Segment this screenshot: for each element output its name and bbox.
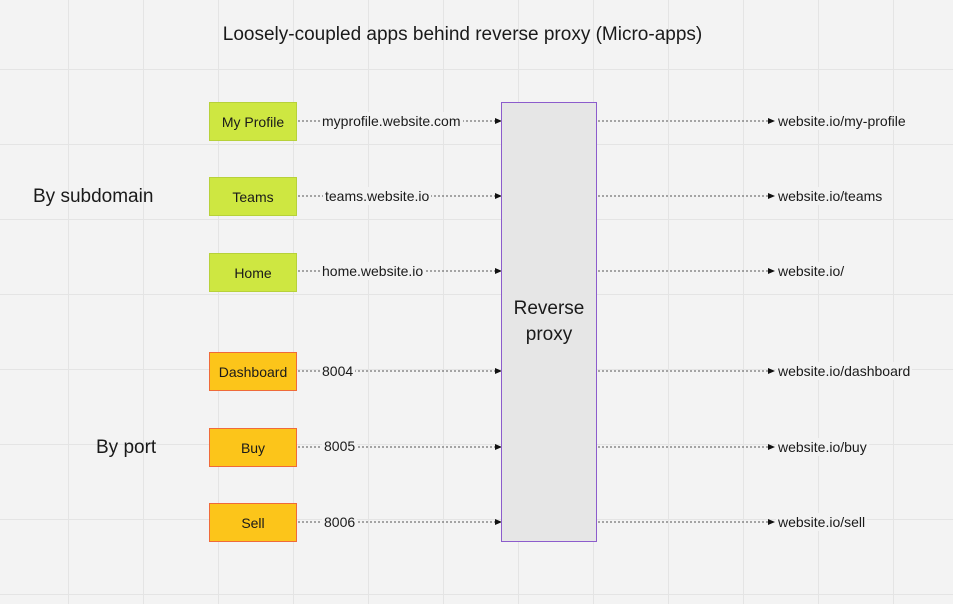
- arrowhead: [768, 444, 775, 450]
- diagram-title: Loosely-coupled apps behind reverse prox…: [222, 24, 703, 45]
- route-label: website.io/teams: [776, 187, 885, 205]
- source-label: teams.website.io: [323, 187, 432, 205]
- reverse-proxy-box[interactable]: Reverse proxy: [501, 102, 597, 542]
- arrowhead: [495, 519, 502, 525]
- arrowhead: [768, 268, 775, 274]
- arrowhead: [495, 118, 502, 124]
- reverse-proxy-label: Reverse proxy: [513, 298, 585, 345]
- route-label: website.io/: [776, 262, 847, 280]
- arrowhead: [495, 444, 502, 450]
- route-label: website.io/buy: [776, 438, 869, 456]
- arrowhead: [768, 118, 775, 124]
- source-label: home.website.io: [320, 262, 426, 280]
- arrowhead: [495, 268, 502, 274]
- app-box-dashboard[interactable]: Dashboard: [209, 352, 297, 391]
- route-label: website.io/my-profile: [776, 112, 908, 130]
- app-box-my-profile[interactable]: My Profile: [209, 102, 297, 141]
- app-box-buy[interactable]: Buy: [209, 428, 297, 467]
- arrowhead: [768, 368, 775, 374]
- app-box-sell[interactable]: Sell: [209, 503, 297, 542]
- app-box-home[interactable]: Home: [209, 253, 297, 292]
- source-label: 8004: [320, 362, 356, 380]
- arrowhead: [495, 368, 502, 374]
- arrowhead: [768, 519, 775, 525]
- source-label: 8005: [322, 437, 358, 455]
- arrowhead: [768, 193, 775, 199]
- source-label: myprofile.website.com: [320, 112, 463, 130]
- arrowhead: [495, 193, 502, 199]
- route-label: website.io/sell: [776, 513, 868, 531]
- route-label: website.io/dashboard: [776, 362, 913, 380]
- group-label-port: By port: [96, 437, 157, 458]
- app-box-teams[interactable]: Teams: [209, 177, 297, 216]
- source-label: 8006: [322, 513, 358, 531]
- group-label-subdomain: By subdomain: [33, 186, 154, 207]
